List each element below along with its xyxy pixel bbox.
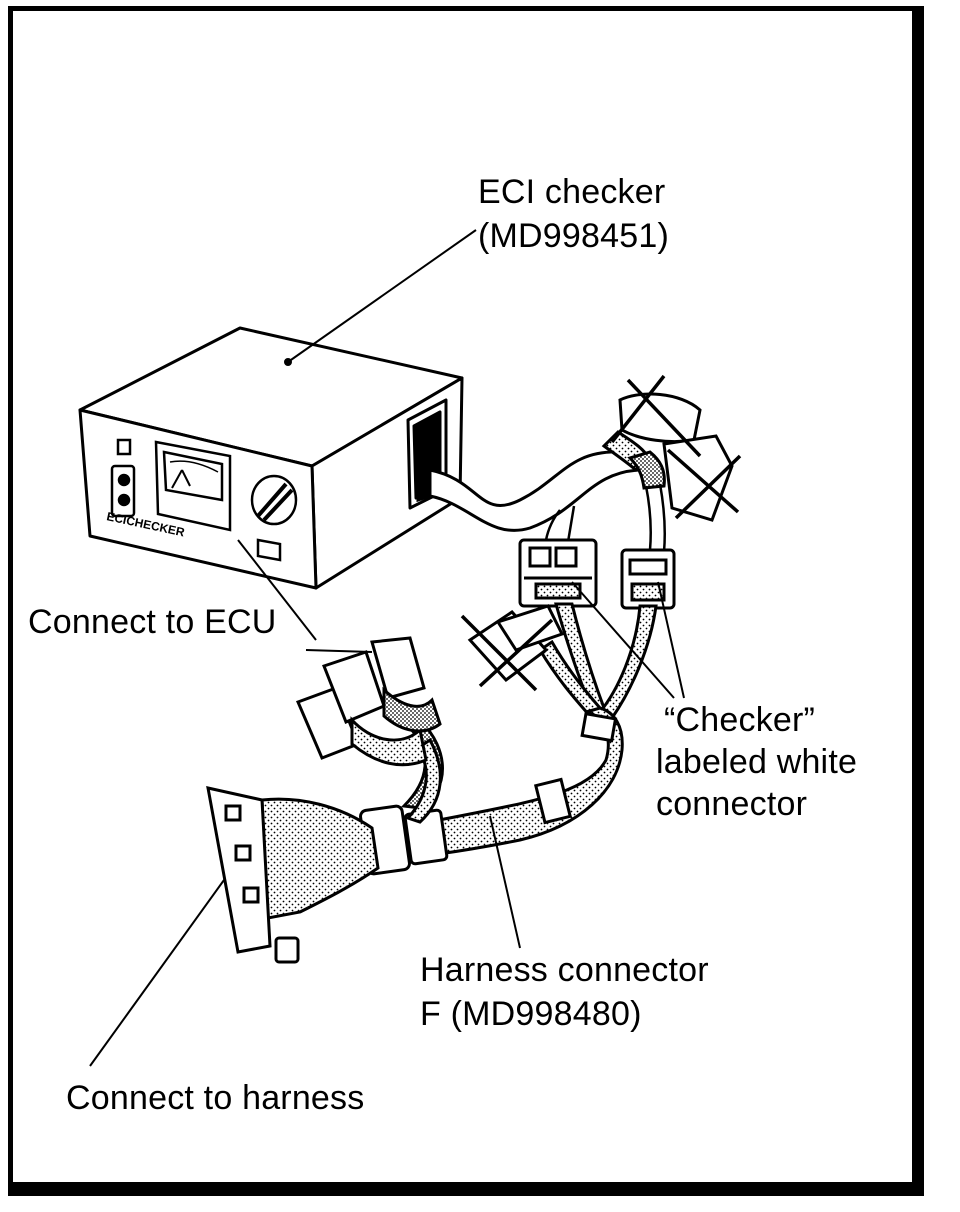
harness-connector-label: Harness connector	[420, 951, 709, 989]
checker-white-connectors	[518, 538, 676, 610]
unused-connectors-top	[601, 374, 742, 522]
ecu-connectors	[295, 636, 442, 767]
checker-label-line1: “Checker”	[664, 701, 816, 739]
connect-to-harness-label: Connect to harness	[66, 1079, 365, 1117]
eci-checker-label: ECI checker	[478, 173, 666, 211]
harness-connector-body	[206, 786, 380, 964]
eci-checker-part-number: (MD998451)	[478, 217, 669, 255]
checker-label-line3: connector	[656, 785, 808, 823]
leader-lines	[89, 229, 685, 1067]
connect-to-ecu-label: Connect to ECU	[28, 603, 277, 641]
checker-label-line2: labeled white	[656, 743, 858, 781]
lower-branch-wires	[537, 602, 658, 720]
checker-front-panel	[110, 438, 298, 562]
harness-connector-part-number: F (MD998480)	[420, 995, 642, 1033]
unused-connector-middle	[460, 604, 565, 692]
harness-trunk	[359, 706, 624, 876]
diagram-frame	[8, 6, 924, 1196]
checker-branch-wires	[544, 483, 667, 553]
